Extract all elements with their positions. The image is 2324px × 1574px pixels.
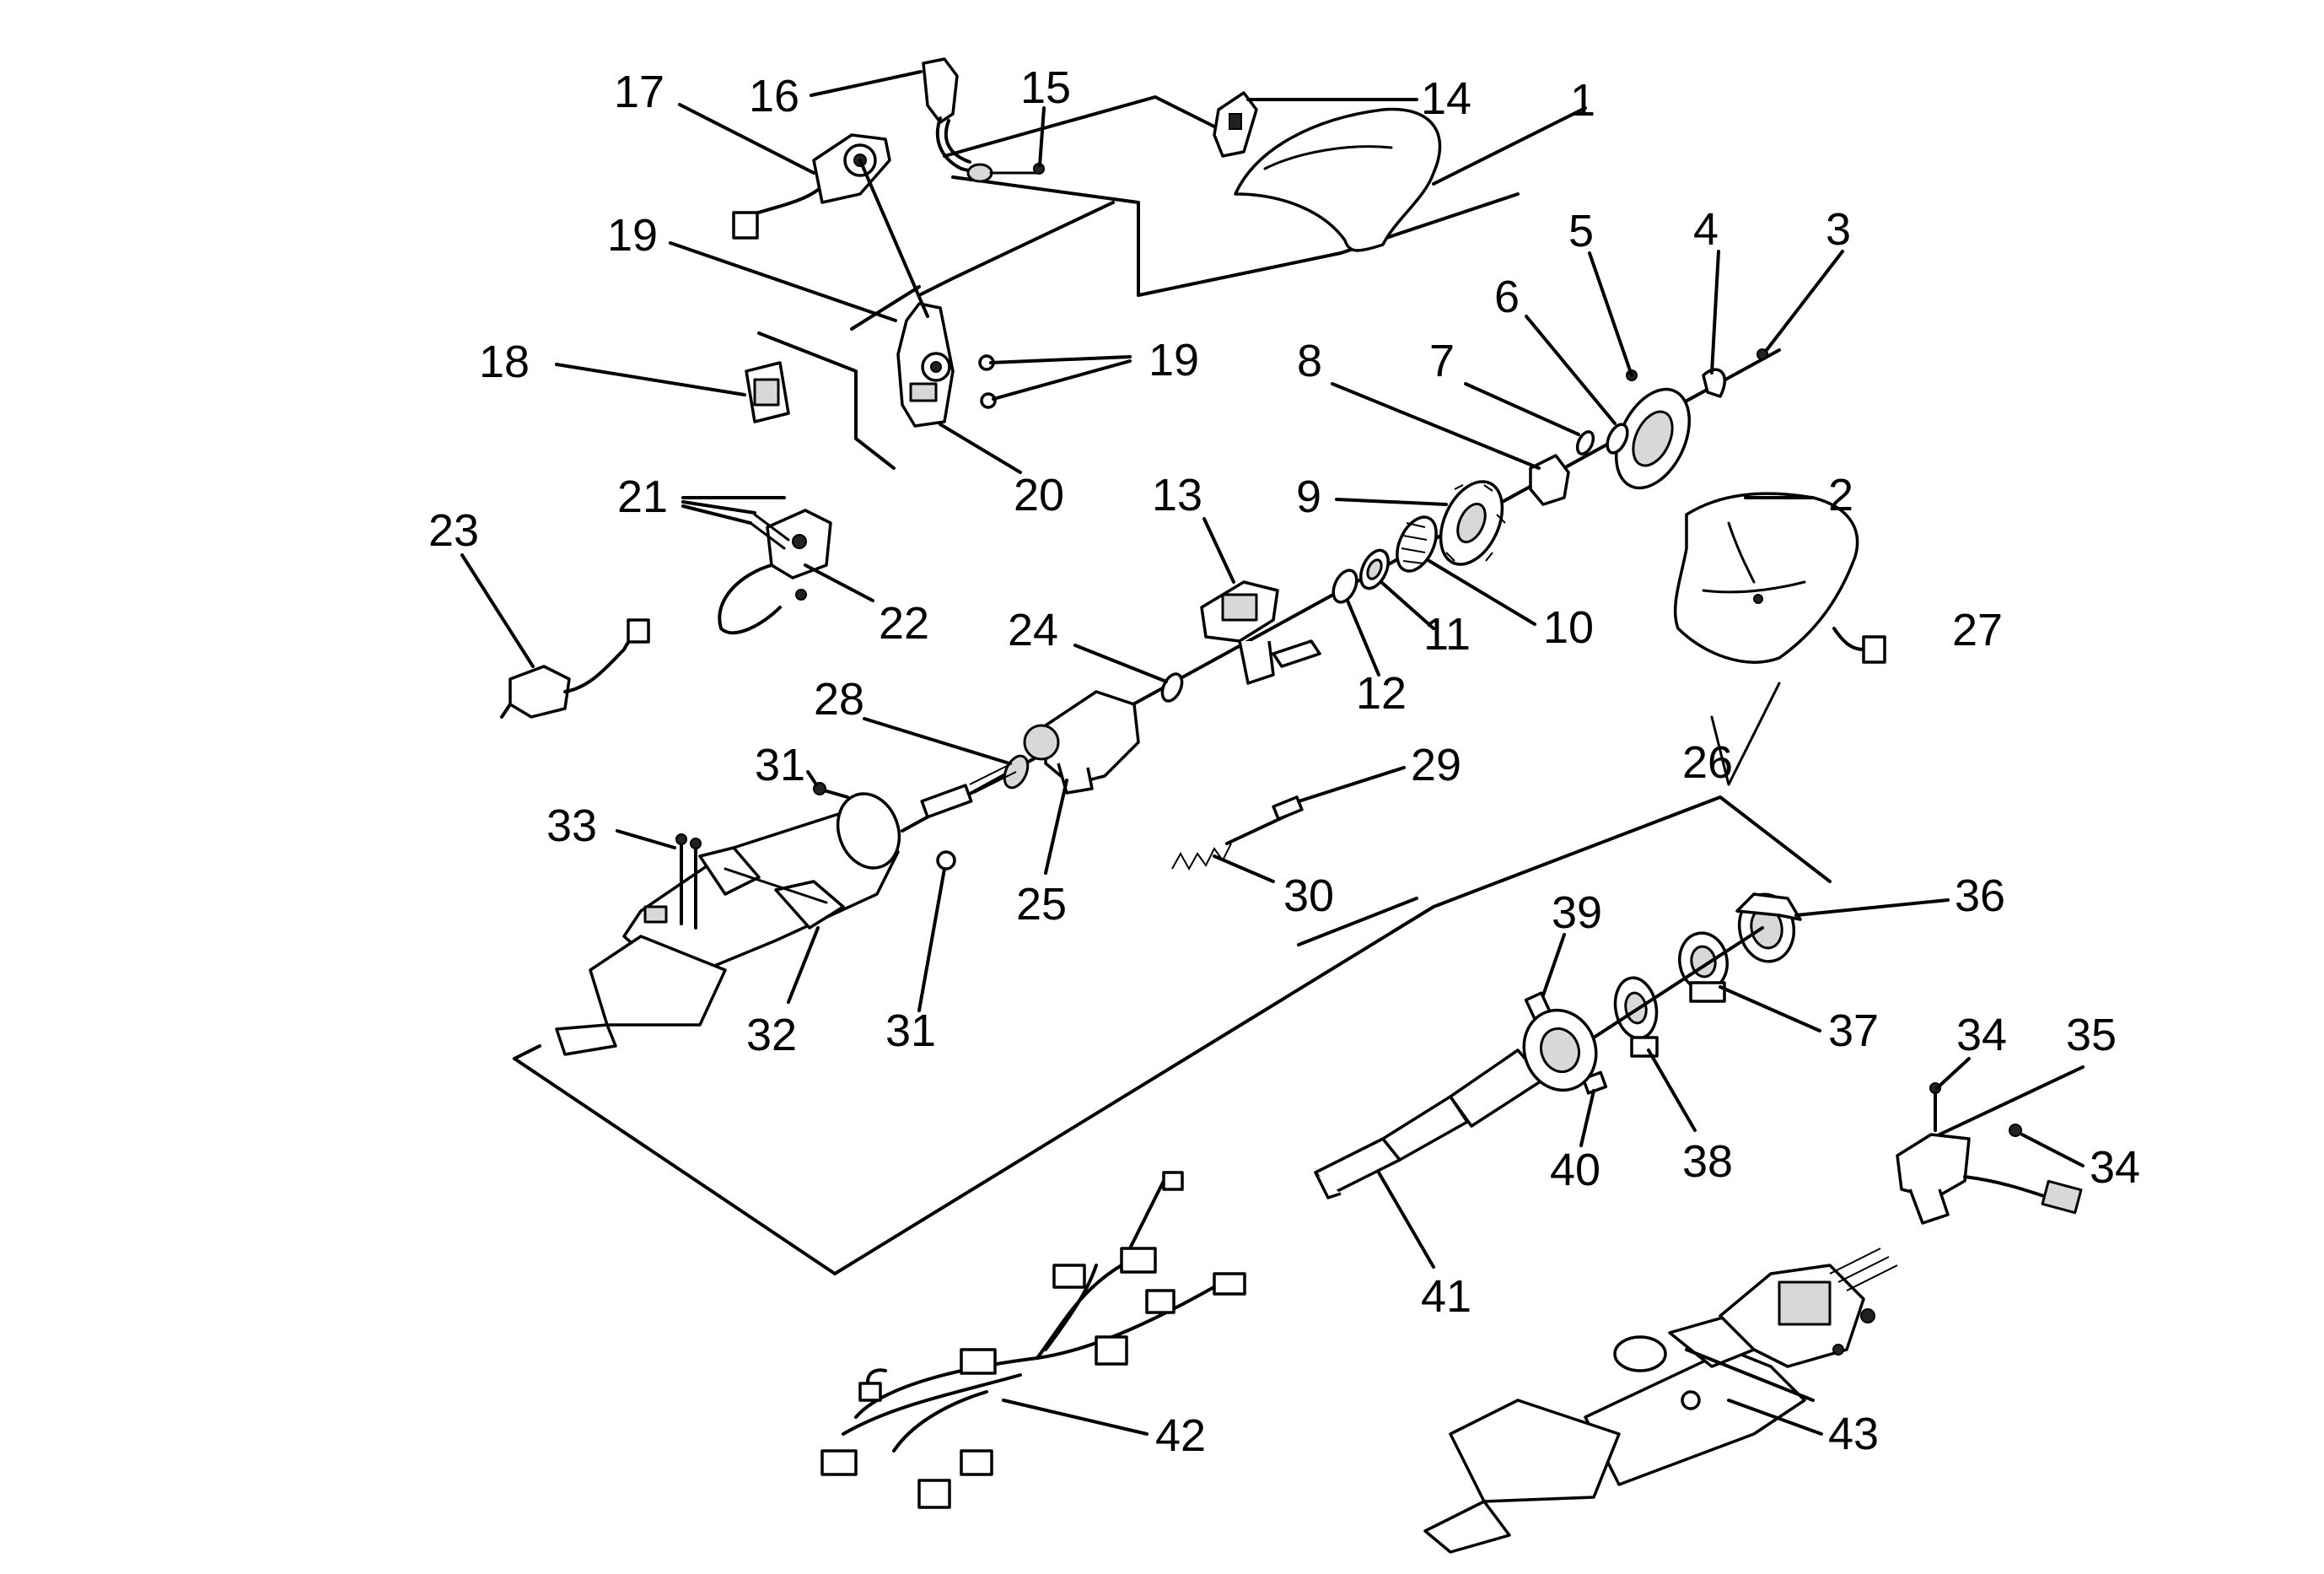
callout-23: 23 [428, 505, 479, 556]
callout-18: 18 [479, 337, 530, 387]
part-31-bolts [813, 782, 956, 871]
callout-7: 7 [1429, 336, 1455, 386]
callout-22: 22 [879, 598, 929, 649]
callout-34b: 34 [2090, 1142, 2140, 1193]
callout-41: 41 [1421, 1271, 1471, 1322]
callout-24: 24 [1008, 605, 1058, 655]
callout-32: 32 [746, 1010, 797, 1060]
part-5-coil [1614, 369, 1692, 490]
part-36-bearing [1735, 892, 1802, 963]
part-27-bulb [1832, 627, 1886, 664]
callout-25: 25 [1016, 879, 1067, 930]
callout-2: 2 [1828, 470, 1853, 520]
callout-33: 33 [546, 800, 597, 851]
part-17-switch [732, 133, 891, 240]
part-32-column-housing [555, 763, 1017, 1056]
callout-12: 12 [1356, 668, 1407, 719]
callout-19b: 19 [1149, 335, 1199, 385]
callout-39: 39 [1552, 887, 1602, 938]
part-16-lever [922, 57, 1045, 183]
part-35-switch [1896, 1082, 2083, 1225]
part-30-spring [1171, 843, 1232, 871]
callout-36: 36 [1955, 871, 2005, 921]
callout-4: 4 [1693, 204, 1719, 255]
callout-14: 14 [1421, 73, 1471, 124]
callout-27: 27 [1952, 605, 2003, 655]
callout-1: 1 [1570, 75, 1595, 126]
part-29-pin [1225, 795, 1304, 845]
part-11-ring [1359, 548, 1390, 590]
callout-8: 8 [1297, 336, 1322, 386]
callout-31a: 31 [755, 740, 805, 790]
part-10-bearing [1396, 515, 1438, 573]
callout-15: 15 [1020, 62, 1071, 113]
callout-42: 42 [1155, 1410, 1206, 1461]
part-41-intermediate-shaft [1314, 926, 1764, 1199]
part-33-screws [675, 833, 702, 930]
part-42-wiring-harness [820, 1171, 1246, 1509]
callout-16: 16 [749, 71, 799, 121]
part-9-gear [1439, 480, 1506, 566]
callout-5: 5 [1568, 206, 1594, 256]
callout-21: 21 [617, 472, 668, 522]
part-13-bracket [1200, 580, 1321, 685]
part-7-washer [1575, 430, 1595, 455]
callout-11: 11 [1423, 609, 1471, 660]
callout-38: 38 [1682, 1136, 1733, 1187]
leader-lines [460, 70, 2085, 1436]
part-2-lower-shroud [1673, 492, 1859, 664]
callout-20: 20 [1014, 470, 1064, 520]
part-18-module [745, 361, 790, 423]
part-25-housing [1023, 690, 1140, 795]
callout-13: 13 [1152, 470, 1202, 520]
callout-37: 37 [1828, 1005, 1879, 1056]
callout-31b: 31 [885, 1005, 936, 1056]
callout-43: 43 [1828, 1409, 1879, 1459]
part-8-cam [1529, 454, 1570, 506]
part-23-connector [500, 618, 650, 719]
part-24-ring [1160, 672, 1184, 703]
callout-26: 26 [1682, 737, 1733, 788]
callout-labels: 1 2 3 4 5 6 7 8 9 10 11 12 13 14 15 16 1… [428, 62, 2140, 1461]
part-14-bracket [1213, 91, 1258, 158]
callout-30: 30 [1283, 871, 1334, 921]
part-12-ring [1331, 569, 1358, 604]
callout-29: 29 [1411, 740, 1461, 790]
part-3-nut [1756, 348, 1768, 360]
part-22-sensor [718, 509, 832, 635]
callout-3: 3 [1826, 204, 1851, 255]
callout-9: 9 [1296, 472, 1321, 522]
callout-40: 40 [1550, 1145, 1600, 1195]
callout-28: 28 [814, 674, 864, 725]
callout-19a: 19 [607, 210, 658, 261]
callout-34a: 34 [1956, 1010, 2007, 1060]
group-bracket-lines [513, 95, 1832, 1275]
part-4-clip [1702, 368, 1726, 398]
part-upper-shroud [1234, 107, 1442, 252]
part-38-ring [1613, 976, 1659, 1058]
part-20-lock-housing [896, 302, 997, 428]
callout-10: 10 [1543, 602, 1594, 653]
callout-6: 6 [1494, 272, 1520, 322]
part-6-ring [1606, 423, 1629, 455]
callout-17: 17 [614, 67, 664, 117]
callout-35: 35 [2066, 1010, 2117, 1060]
part-43-column-assembly [1423, 1248, 1898, 1554]
